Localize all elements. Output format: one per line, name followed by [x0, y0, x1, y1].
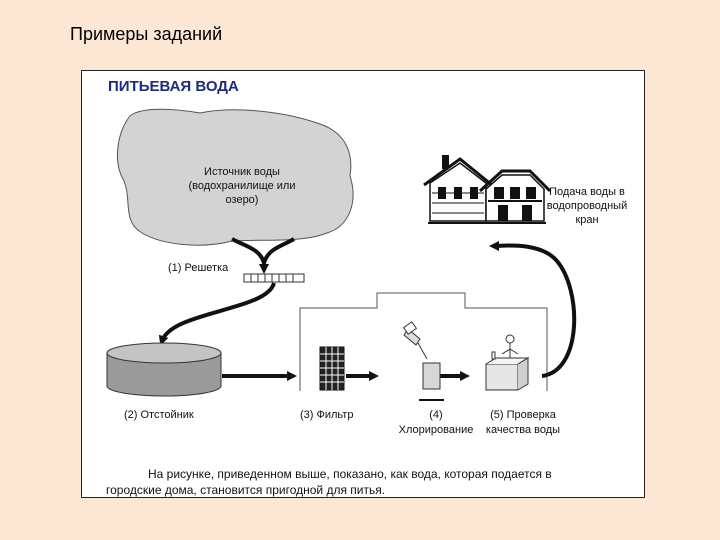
- source-stream-left: [231, 237, 266, 264]
- house-label-line3: кран: [575, 214, 598, 226]
- step4-label-line2: Хлорирование: [399, 424, 474, 436]
- step4-label-line1: (4): [429, 409, 442, 421]
- source-stream-right: [262, 237, 295, 264]
- source-label-line1: Источник воды: [204, 166, 280, 178]
- caption-line1: На рисунке, приведенном выше, показано, …: [148, 467, 552, 481]
- source-label-line3: озеро): [226, 194, 259, 206]
- drinking-water-diagram: ПИТЬЕВАЯ ВОДА Источник воды (водохранили…: [81, 70, 645, 498]
- filter-icon: [319, 346, 345, 391]
- source-label-line2: (водохранилище или: [189, 180, 296, 192]
- caption-line2: городские дома, становится пригодной для…: [106, 483, 385, 497]
- grate-icon: [243, 273, 305, 283]
- slide-title: Примеры заданий: [70, 24, 223, 44]
- step3-label: (3) Фильтр: [300, 409, 353, 421]
- house-label-line2: водопроводный: [547, 200, 627, 212]
- water-source-cloud: [117, 108, 354, 246]
- grate-to-tank-flow: [158, 282, 276, 346]
- settling-tank-icon: [106, 342, 222, 397]
- step5-label-line1: (5) Проверка: [490, 409, 557, 421]
- quality-check-icon: [485, 334, 530, 391]
- chlorination-icon: [402, 321, 444, 401]
- check-to-house-flow: [489, 240, 577, 378]
- step5-label-line2: качества воды: [486, 424, 560, 436]
- step1-label: (1) Решетка: [168, 262, 229, 274]
- house-label-line1: Подача воды в: [549, 186, 625, 198]
- treatment-building: [299, 292, 548, 391]
- diagram-heading: ПИТЬЕВАЯ ВОДА: [108, 78, 239, 95]
- house-icon: [423, 155, 552, 224]
- step2-label: (2) Отстойник: [124, 409, 194, 421]
- diagram-canvas: ПИТЬЕВАЯ ВОДА Источник воды (водохранили…: [106, 78, 627, 497]
